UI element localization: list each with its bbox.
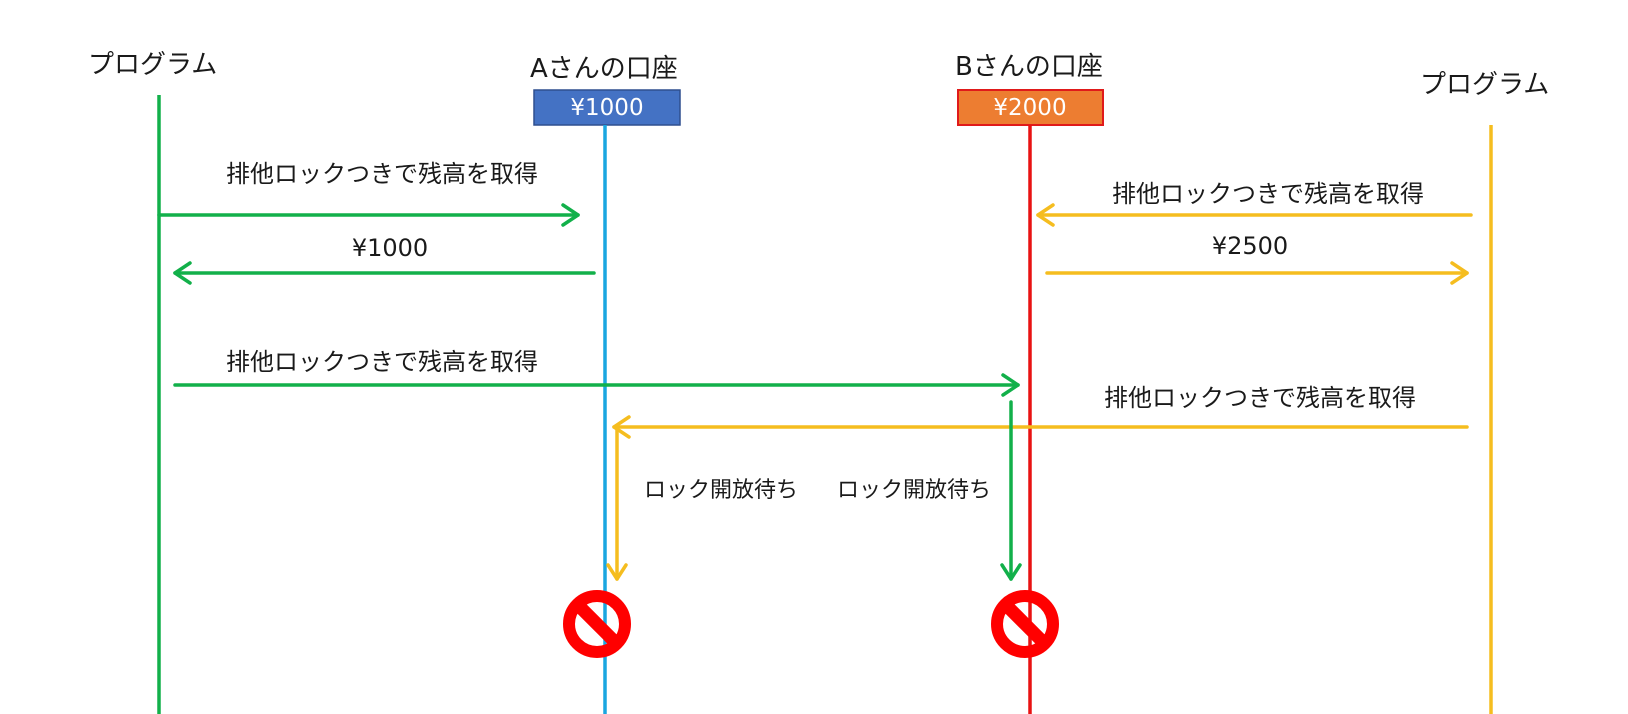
participant-account-b-label: Bさんの口座	[955, 52, 1103, 82]
message-arrow	[157, 203, 580, 227]
message-arrow	[1045, 261, 1469, 285]
message-label: ¥2500	[1212, 232, 1288, 260]
message-arrow	[173, 373, 1020, 397]
wait-label: ロック開放待ち	[644, 478, 798, 503]
message-arrow	[612, 415, 1469, 439]
wait-arrow	[1000, 400, 1022, 581]
message-label: 排他ロックつきで残高を取得	[1104, 384, 1416, 412]
account-a-balance-box	[533, 89, 681, 126]
account-b-balance: ¥2000	[993, 95, 1066, 121]
prohibited-icon	[563, 590, 631, 658]
participant-program-right-label: プログラム	[1420, 70, 1549, 100]
participant-account-a-label: Aさんの口座	[530, 54, 678, 84]
prohibited-icon	[991, 590, 1059, 658]
wait-arrow	[606, 425, 628, 581]
message-label: 排他ロックつきで残高を取得	[226, 160, 538, 188]
message-label: ¥1000	[352, 234, 428, 262]
wait-label: ロック開放待ち	[837, 478, 991, 503]
message-arrow	[1036, 203, 1473, 227]
message-label: 排他ロックつきで残高を取得	[1112, 180, 1424, 208]
participant-program-left-label: プログラム	[88, 50, 217, 80]
account-a-balance: ¥1000	[570, 95, 643, 121]
message-label: 排他ロックつきで残高を取得	[226, 348, 538, 376]
message-arrow	[173, 261, 596, 285]
